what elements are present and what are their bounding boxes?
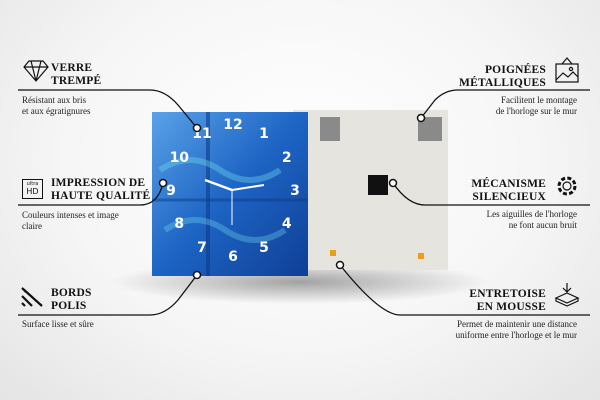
clock-number: 8 [174, 216, 184, 232]
clock-mechanism [368, 175, 388, 195]
foam-spacer-icon [554, 283, 580, 307]
clock-number: 12 [223, 117, 242, 133]
clock-number: 3 [290, 183, 300, 199]
callout-points [158, 113, 426, 280]
diamond-icon [23, 60, 49, 82]
clock-number: 10 [170, 150, 190, 166]
clock-back-panel [293, 110, 448, 270]
ultra-hd-icon: ultra HD [22, 179, 43, 199]
clock-number: 5 [259, 240, 269, 256]
clock-number: 4 [282, 216, 292, 232]
clock-number: 9 [166, 183, 176, 199]
foam-spacer [330, 250, 336, 256]
clock-number: 2 [282, 150, 292, 166]
gear-icon [557, 176, 577, 196]
hanging-picture-icon [555, 57, 579, 83]
clock-number: 1 [259, 126, 269, 142]
callout-lines [18, 89, 590, 316]
metal-handle-left [320, 117, 340, 141]
foam-spacer [418, 253, 424, 259]
clock-number: 6 [228, 249, 238, 265]
polished-edges-icon [21, 287, 43, 307]
feature-edges-desc: Surface lisse et sûre [22, 319, 94, 329]
clock-number: 7 [197, 240, 207, 256]
